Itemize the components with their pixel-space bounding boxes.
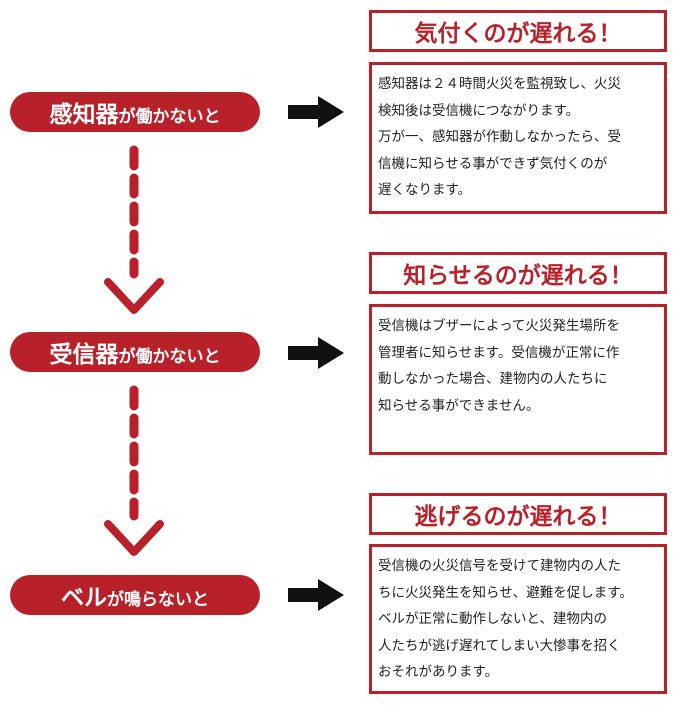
step-1-text-line: 感知器は２４時間火災を監視致し、火災 — [378, 76, 621, 92]
step-2-text-line: 受信機はブザーによって火災発生場所を — [378, 318, 620, 334]
step-2-label-main: 受信器 — [49, 342, 119, 368]
step-3-description: 受信機の火災信号を受けて建物内の人た ちに火災発生を知らせ、避難を促します。 ベ… — [369, 544, 667, 694]
step-3-text-line: おそれがあります。 — [378, 664, 499, 680]
down-dashed-arrow-icon — [104, 145, 164, 314]
step-2-heading: 知らせるのが遅れる！ — [369, 252, 667, 294]
step-3-label: ベルが鳴らないと — [10, 575, 260, 615]
right-arrow-icon — [288, 337, 344, 369]
step-1-label-suffix: が働かないと — [118, 106, 221, 127]
step-1-label-main: 感知器 — [49, 102, 119, 128]
step-3-label-suffix: が鳴らないと — [107, 589, 209, 610]
step-2-text-line: 知らせる事ができません。 — [378, 397, 540, 414]
step-1-heading: 気付くのが遅れる！ — [369, 10, 667, 52]
step-3-text-line: 受信機の火災信号を受けて建物内の人た — [378, 558, 621, 574]
right-arrow-icon — [288, 579, 344, 611]
step-1-description: 感知器は２４時間火災を監視致し、火災 検知後は受信機につながります。 万が一、感… — [369, 62, 667, 214]
step-2-description: 受信機はブザーによって火災発生場所を 管理者に知らせます。受信機が正常に作 動し… — [369, 304, 667, 455]
step-2-text-line: 管理者に知らせます。受信機が正常に作 — [378, 344, 620, 361]
step-3-heading: 逃げるのが遅れる！ — [369, 493, 667, 535]
step-1-text-line: 検知後は受信機につながります。 — [378, 102, 580, 119]
step-3-text-line: ちに火災発生を知らせ、避難を促します。 — [378, 584, 633, 601]
step-3-text-line: 人たちが逃げ遅れてしまい大惨事を招く — [378, 637, 621, 654]
step-3-label-main: ベル — [61, 585, 107, 611]
step-1-text-line: 遅くなります。 — [378, 182, 472, 198]
step-1-text-line: 万が一、感知器が作動しなかったら、受 — [378, 129, 621, 145]
step-2-text-line: 動しなかった場合、建物内の人たちに — [378, 371, 608, 387]
step-3-text-line: ベルが正常に動作しないと、建物内の — [378, 611, 607, 627]
down-dashed-arrow-icon — [104, 385, 164, 556]
step-1-label: 感知器が働かないと — [10, 92, 260, 132]
right-arrow-icon — [288, 96, 344, 128]
step-2-label-suffix: が働かないと — [118, 346, 221, 367]
step-2-label: 受信器が働かないと — [10, 332, 260, 372]
step-1-text-line: 信機に知らせる事ができず気付くのが — [378, 155, 608, 172]
